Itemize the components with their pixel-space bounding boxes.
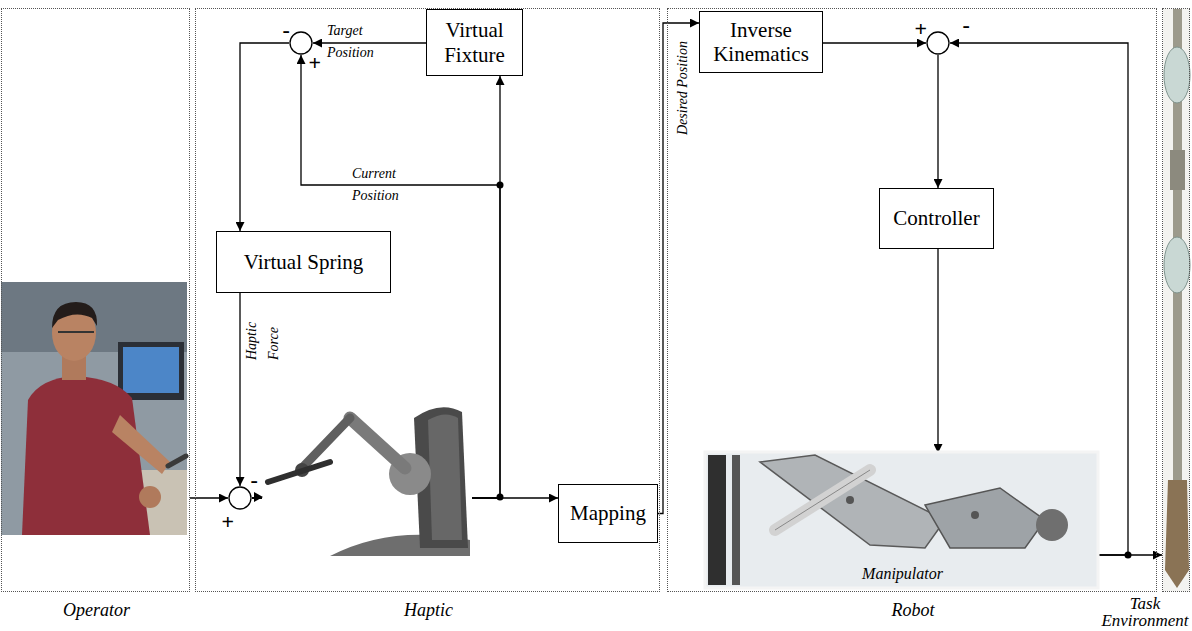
- insulator-photo: [1163, 9, 1190, 591]
- group-panel: Operator: [1, 8, 190, 592]
- group-label: Task Environment: [1099, 595, 1191, 629]
- process-box: Controller: [879, 188, 994, 249]
- arm-link: [760, 455, 945, 548]
- junction-circle: [926, 31, 950, 55]
- group-panel: HapticVirtual Fixture-+Virtual Spring+-M…: [195, 8, 660, 592]
- signal-connector: [937, 249, 938, 453]
- device-upper-arm: [350, 418, 405, 468]
- input-arrowhead: [254, 492, 263, 502]
- end-fitting: [1165, 480, 1189, 588]
- box-label: Mapping: [570, 501, 646, 525]
- signal-connector: [658, 23, 699, 514]
- signal-label: Current Position: [352, 163, 414, 207]
- group-label: Robot: [668, 599, 1158, 621]
- frame-bar: [732, 455, 740, 585]
- frame-bar: [708, 455, 726, 585]
- signal-connector: [240, 43, 289, 231]
- bolt: [846, 496, 854, 504]
- monitor-screen: [123, 347, 179, 393]
- junction-ring: [290, 32, 312, 54]
- arm-gripper: [1036, 509, 1068, 541]
- process-box: Mapping: [558, 484, 658, 543]
- operator-shirt: [22, 376, 150, 535]
- arm-cylinder: [775, 470, 870, 530]
- junction-ring: [927, 32, 949, 54]
- operator-photo: [1, 282, 187, 535]
- photo-ground: [1, 282, 187, 535]
- group-panel: Task Environment: [1162, 8, 1190, 592]
- signal-label: Desired Position: [672, 41, 694, 135]
- bolt: [971, 511, 979, 519]
- signal-connector: [937, 55, 938, 188]
- process-box: Inverse Kinematics: [699, 11, 823, 73]
- box-label: Inverse Kinematics: [706, 18, 816, 66]
- branch-dot: [497, 182, 504, 189]
- signal-label: Target Position: [327, 20, 389, 64]
- operator-arm: [112, 415, 170, 474]
- cylinder-edge: [775, 470, 870, 530]
- device-ground: [262, 404, 472, 556]
- process-box: Virtual Fixture: [426, 9, 523, 76]
- operator-glasses: [58, 331, 94, 333]
- summing-junction: -+: [289, 31, 313, 55]
- sign-label: -: [283, 19, 290, 41]
- monitor-frame: [118, 342, 184, 400]
- signal-connector: [823, 42, 926, 43]
- group-label: Haptic: [196, 599, 661, 621]
- junction-ring: [229, 487, 251, 509]
- branch-dot: [497, 494, 504, 501]
- branch-dot: [1125, 552, 1132, 559]
- stylus-held: [168, 456, 186, 466]
- box-label: Controller: [893, 206, 979, 230]
- junction-circle: [228, 486, 252, 510]
- group-panel: RobotInverse Kinematics+-ControllerManip…: [667, 8, 1157, 592]
- photo-ground: [705, 452, 1098, 588]
- summing-junction: +-: [228, 486, 252, 510]
- box-label: Virtual Spring: [244, 250, 363, 274]
- sign-label: -: [251, 469, 258, 491]
- metal-cap: [1170, 150, 1185, 190]
- glass-disk: [1164, 237, 1190, 293]
- device-tower-face: [428, 414, 462, 540]
- manipulator-frame: Manipulator: [706, 453, 1099, 589]
- signal-connector: [313, 42, 426, 43]
- haptic-device: [254, 404, 472, 556]
- operator-hair: [52, 302, 97, 328]
- photo-caption: Manipulator: [706, 565, 1099, 583]
- process-box: Virtual Spring: [216, 231, 391, 293]
- summing-junction: +-: [926, 31, 950, 55]
- sign-label: +: [915, 18, 928, 40]
- glass-disk: [1164, 47, 1190, 103]
- photo-ground: [1163, 9, 1190, 591]
- device-stylus: [268, 462, 330, 482]
- group-label: Operator: [2, 599, 191, 621]
- arm-wrist: [925, 488, 1045, 548]
- sign-label: +: [309, 52, 322, 74]
- manipulator-photo: [705, 452, 1098, 588]
- signal-connector: [239, 293, 240, 486]
- signal-label: Haptic Force: [241, 310, 285, 360]
- sign-label: +: [222, 511, 235, 533]
- box-label: Virtual Fixture: [433, 18, 516, 66]
- sign-label: -: [963, 14, 970, 36]
- operator-fist: [139, 486, 161, 508]
